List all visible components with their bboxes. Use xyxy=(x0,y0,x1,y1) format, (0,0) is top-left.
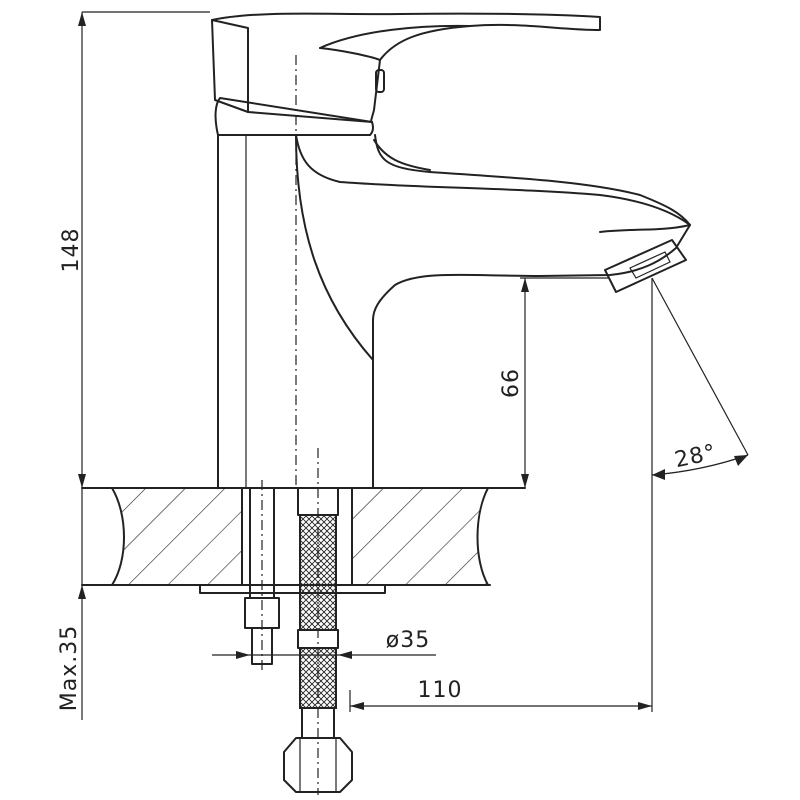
dimension-angle: 28° xyxy=(651,277,749,712)
arrow-reach-right xyxy=(638,702,652,710)
spout-top-ridge xyxy=(374,134,691,226)
arrow-reach-left xyxy=(350,702,364,710)
dimension-reach: 110 xyxy=(349,678,652,712)
arrow-angle-right xyxy=(734,455,748,466)
arrow-dia-left xyxy=(236,651,250,659)
water-flow-line xyxy=(651,277,749,456)
dimension-max-thickness: Max.35 xyxy=(57,488,86,720)
lever-grip-edge xyxy=(319,47,381,61)
countertop-hatched-right xyxy=(351,487,490,586)
label-hose-diameter: ø35 xyxy=(386,628,430,653)
label-reach: 110 xyxy=(418,678,463,703)
dimension-hose-diameter: ø35 xyxy=(212,628,436,659)
aerator-inner xyxy=(629,251,671,279)
aerator xyxy=(604,239,687,293)
lever-arm-lower xyxy=(319,24,471,49)
arrow-spout-up xyxy=(521,278,529,292)
faucet-body xyxy=(214,97,691,489)
mounting-washer xyxy=(199,584,386,594)
arrow-dia-right xyxy=(338,651,352,659)
faucet-column xyxy=(217,134,374,489)
lever-bottom-curve xyxy=(373,139,431,171)
mounting-stud xyxy=(244,480,280,670)
arrow-angle-left xyxy=(652,469,665,480)
stud-end xyxy=(251,627,273,665)
arrow-down xyxy=(78,474,86,488)
dimension-total-height: 148 xyxy=(59,11,210,488)
spout-tip xyxy=(599,224,691,233)
lever-handle xyxy=(211,12,601,171)
lever-block xyxy=(211,19,249,113)
countertop-section xyxy=(81,487,526,594)
arrow-spout-down xyxy=(521,474,529,488)
countertop-hatched-left xyxy=(110,487,243,586)
lever-screw xyxy=(375,69,385,93)
label-height-total: 148 xyxy=(59,228,84,273)
dimension-spout-height: 66 xyxy=(499,277,608,488)
label-angle: 28° xyxy=(673,440,719,473)
arrow-max-up xyxy=(78,585,86,599)
label-max-thickness: Max.35 xyxy=(57,625,82,711)
spout xyxy=(295,134,691,321)
flexible-hose xyxy=(283,448,353,795)
arrow-up xyxy=(78,12,86,26)
hose-hex-nut xyxy=(283,737,353,793)
label-spout-height: 66 xyxy=(499,368,524,398)
spout-inner-curve xyxy=(295,134,374,361)
